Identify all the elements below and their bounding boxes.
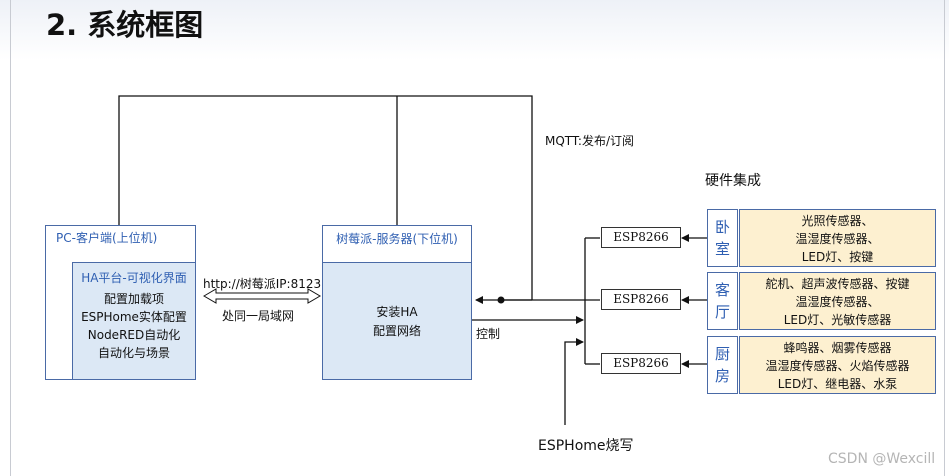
device-panel-kitchen [739,336,936,394]
watermark: CSDN @Wexcill [828,451,936,467]
mqtt-bus-line [118,95,533,300]
junction-dot [497,296,505,304]
lan-url-label: http://树莓派IP:8123 [203,277,322,291]
device-line: LED灯、光敏传感器 [783,313,892,327]
room-kitchen [707,336,738,394]
device-panel-bedroom [739,209,936,267]
room-living [707,272,738,330]
slide-left-border [10,0,11,476]
server-item: 安装HA [376,305,418,319]
ha-item: NodeRED自动化 [87,328,181,342]
esp8266-label: ESP8266 [613,230,669,244]
device-line: 蜂鸣器、烟雾传感器 [783,341,892,355]
device-line: 温湿度传感器、火焰传感器 [765,359,910,373]
esp8266-module [601,227,681,248]
server-item: 配置网络 [372,324,421,338]
slide-heading: 2. 系统框图 [46,8,204,42]
room-name: 厨 [714,345,730,363]
device-line: 温湿度传感器、 [795,295,880,309]
device-panel-living [739,272,936,330]
ha-panel [72,262,196,380]
device-line: 温湿度传感器、 [795,232,880,246]
pc-client-title: PC-客户端(上位机) [56,231,158,245]
ha-item: 配置加载项 [103,292,164,306]
device-line: LED灯、继电器、水泵 [777,377,898,391]
control-label: 控制 [476,327,501,341]
ha-item: 自动化与场景 [97,346,170,360]
lan-note-label: 处同一局域网 [222,309,295,323]
room-name: 房 [714,367,730,385]
device-line: 光照传感器、 [801,214,874,228]
room-name: 厅 [714,303,730,321]
ha-panel-title: HA平台-可视化界面 [81,271,187,285]
slide-right-border [944,0,945,476]
room-name: 室 [714,240,730,258]
esp8266-label: ESP8266 [613,356,669,370]
room-bedroom [707,209,738,267]
esphome-flash-arrow [564,338,584,425]
device-line: LED灯、按键 [801,250,874,264]
room-name: 卧 [714,218,730,236]
mqtt-label: MQTT:发布/订阅 [545,134,635,148]
server-title: 树莓派-服务器(下位机) [336,232,458,246]
ha-item: ESPHome实体配置 [81,310,187,324]
esp8266-module [601,353,681,374]
room-name: 客 [714,281,730,299]
esphome-flash-label: ESPHome烧写 [538,438,634,454]
device-line: 舵机、超声波传感器、按键 [765,277,910,291]
esp8266-module [601,289,681,310]
esp8266-label: ESP8266 [613,292,669,306]
server-header [322,225,472,263]
hardware-title: 硬件集成 [705,173,761,189]
lan-double-arrow [203,288,321,304]
